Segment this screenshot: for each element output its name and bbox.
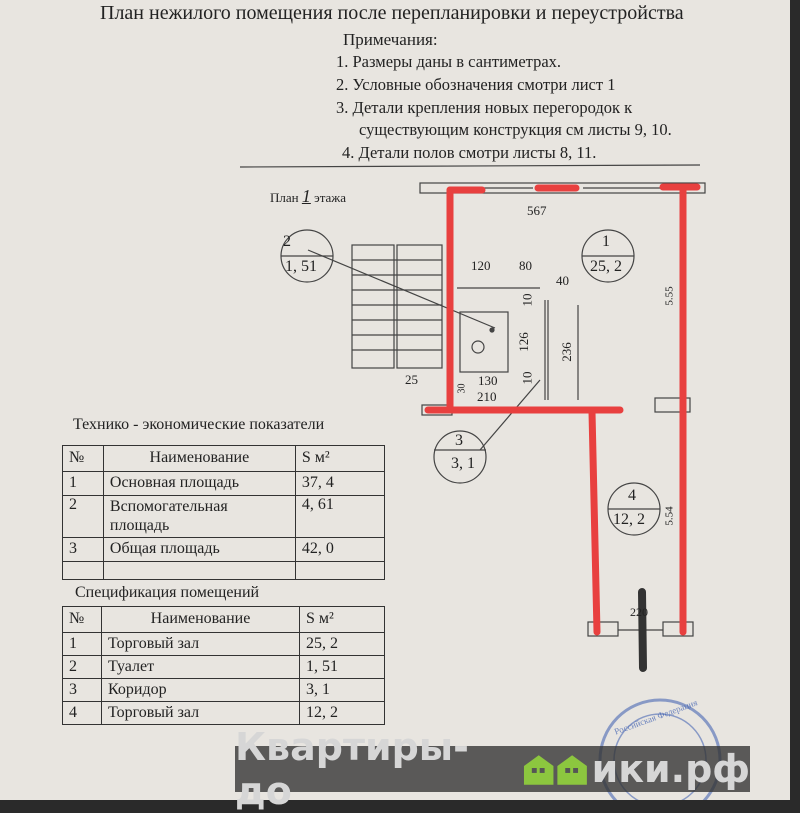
- dim-30: 30: [456, 383, 468, 394]
- note-3-cont: существующим конструкция см листы 9, 10.: [359, 120, 672, 139]
- dim-126: 126: [515, 332, 531, 352]
- tech-heading: Технико - экономические показатели: [73, 416, 325, 433]
- room-4-area: 12, 2: [613, 511, 645, 528]
- dim-door: 220: [630, 605, 648, 619]
- dim-80: 80: [519, 258, 532, 273]
- spec-heading: Спецификация помещений: [75, 584, 260, 601]
- table-header-row: № Наименование S м²: [62, 445, 386, 472]
- note-2: 2. Условные обозначения смотри лист 1: [336, 75, 616, 94]
- table-row: [62, 561, 386, 580]
- table-header-row: № Наименование S м²: [62, 606, 385, 633]
- room-2-num: 2: [283, 233, 291, 250]
- dim-554: 5.54: [663, 506, 676, 526]
- room-1-num: 1: [602, 233, 610, 250]
- dim-10-bottom: 10: [519, 371, 535, 385]
- dim-25: 25: [405, 372, 418, 387]
- room-1-area: 25, 2: [590, 258, 622, 275]
- dim-210: 210: [477, 389, 497, 404]
- dim-40: 40: [556, 273, 569, 288]
- house-logo-icon: [523, 755, 587, 785]
- note-3: 3. Детали крепления новых перегородок к: [336, 98, 633, 117]
- black-marker: [638, 588, 647, 672]
- notes-heading: Примечания:: [343, 30, 438, 49]
- dim-120: 120: [471, 258, 491, 273]
- dim-10-top: 10: [519, 293, 535, 307]
- note-1: 1. Размеры даны в сантиметрах.: [336, 52, 562, 71]
- note-4: 4. Детали полов смотри листы 8, 11.: [342, 143, 597, 162]
- dim-130: 130: [478, 373, 498, 388]
- room-3-area: 3, 1: [451, 455, 475, 472]
- room-4-num: 4: [628, 487, 636, 504]
- plan-label: План 1 этажа: [270, 186, 347, 206]
- document-title: План нежилого помещения после перепланир…: [100, 2, 684, 24]
- dim-567: 567: [527, 203, 547, 218]
- watermark: Квартиры-до ики.рф: [235, 725, 750, 813]
- room-2-area: 1, 51: [285, 258, 317, 275]
- new-partition-lines: [424, 183, 701, 636]
- room-3-num: 3: [455, 432, 463, 449]
- dim-236: 236: [558, 342, 574, 362]
- dim-555: 5.55: [663, 286, 676, 306]
